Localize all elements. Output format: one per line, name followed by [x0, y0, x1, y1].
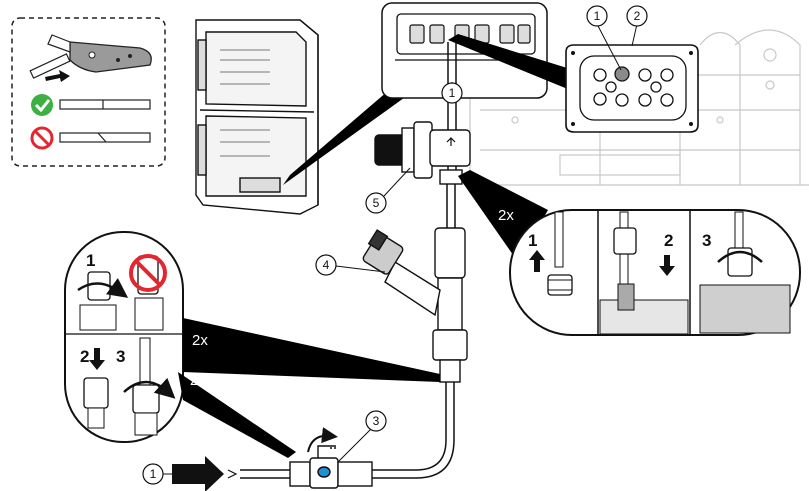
left-step-1: 1: [86, 251, 95, 270]
callout-5-regulator: 5: [366, 193, 386, 213]
prohibit-icon: [32, 128, 52, 148]
straight-cut-tube: [60, 100, 150, 109]
fitting-panel-detail: [382, 3, 547, 98]
callout-4-filter: 4: [316, 255, 336, 275]
fitting-plate: [566, 45, 698, 132]
callout-1-top: 1: [587, 6, 607, 26]
left-step-3: 3: [116, 347, 125, 366]
check-circle-icon: [31, 94, 53, 116]
svg-text:1: 1: [449, 86, 456, 100]
analyzer-cabinet: [196, 20, 318, 214]
right-detail-repeat: 2x: [498, 207, 514, 224]
left-lower-repeat: 2x: [190, 372, 206, 389]
callout-2-top: 2: [627, 6, 647, 26]
ball-valve: [290, 436, 372, 488]
y-strainer-filter: [362, 228, 467, 382]
right-step-3: 3: [702, 231, 711, 250]
left-detail-wedge-upper: [183, 318, 440, 382]
callout-1-inlet: 1: [143, 464, 163, 484]
callout-3-valve: 3: [366, 411, 386, 431]
right-connection-detail: [458, 170, 800, 335]
svg-text:5: 5: [373, 196, 380, 210]
tube-cutting-inset: [12, 18, 165, 166]
svg-text:4: 4: [323, 258, 330, 272]
inlet-flow-arrow: [172, 456, 224, 491]
right-step-2: 2: [664, 231, 673, 250]
rotate-arrow-icon: [308, 436, 330, 452]
svg-text:2: 2: [634, 9, 641, 23]
svg-text:1: 1: [594, 9, 601, 23]
left-connection-detail: [65, 232, 183, 442]
callout-1-tube: 1: [442, 83, 462, 103]
svg-text:1: 1: [150, 467, 157, 481]
left-step-2: 2: [80, 347, 89, 366]
svg-text:3: 3: [373, 414, 380, 428]
left-upper-repeat: 2x: [192, 332, 208, 349]
pressure-regulator: [375, 122, 470, 184]
right-step-1: 1: [528, 231, 537, 250]
